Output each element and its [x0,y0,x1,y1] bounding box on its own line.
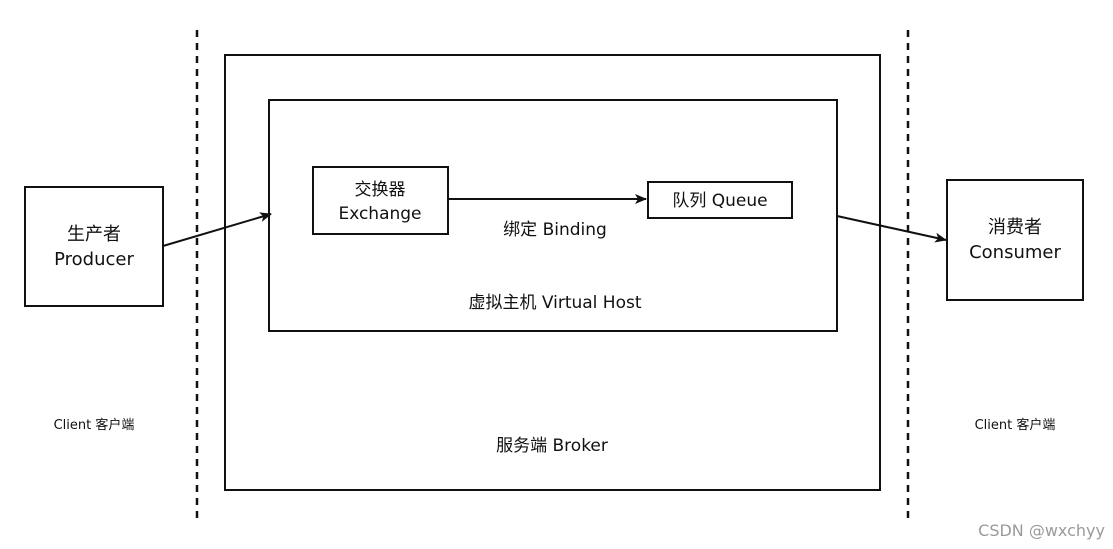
producer-box [24,186,164,307]
producer-label-zh: 生产者 [67,224,121,245]
producer-label-en: Producer [54,249,134,270]
broker-frame [224,54,881,491]
consumer-label-zh: 消费者 [988,217,1042,238]
producer-to-exchange-arrow [162,212,272,247]
queue-label: 队列 Queue [672,191,767,211]
consumer-box [946,179,1084,301]
broker-label: 服务端 Broker [496,436,608,456]
consumer-node: 消费者 Consumer [946,179,1084,301]
client-right-label: Client 客户端 [975,417,1056,433]
watermark: CSDN @wxchyy [978,521,1105,540]
binding-label: 绑定 Binding [503,220,607,240]
exchange-label-zh: 交换器 [355,180,406,200]
queue-to-consumer-arrow [836,215,947,243]
producer-node: 生产者 Producer [24,186,164,307]
exchange-label-en: Exchange [338,204,421,224]
queue-box [647,181,793,219]
exchange-box [312,166,449,235]
queue-node: 队列 Queue [647,181,793,219]
client-left-label: Client 客户端 [54,417,135,433]
virtual-host-label: 虚拟主机 Virtual Host [468,293,641,313]
consumer-label-en: Consumer [969,242,1061,263]
exchange-node: 交换器 Exchange [312,166,449,235]
